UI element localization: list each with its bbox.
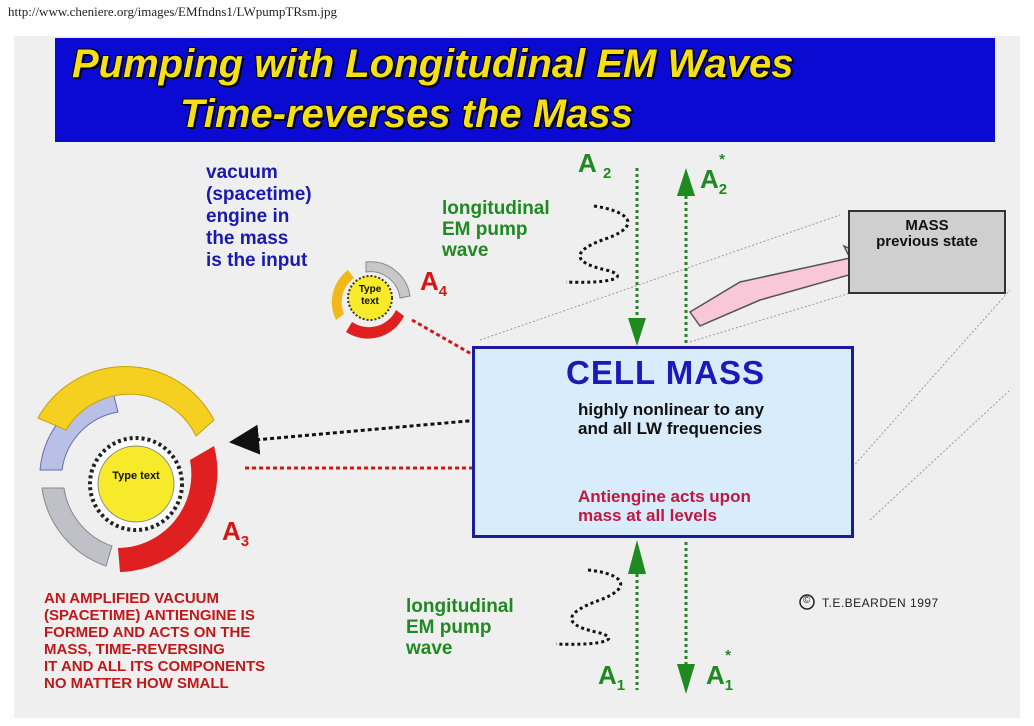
vacuum-line-5: is the input [206,250,312,272]
green-arrow-a2-star [677,168,695,344]
green-arrow-a1-star [677,542,695,694]
wave-bottom [556,570,621,644]
pump-wave-top-line-1: longitudinal [442,198,550,219]
vacuum-line-2: (spacetime) [206,184,312,206]
label-a2-star: A2* [700,164,733,198]
type-text-large: Type text [112,470,160,482]
label-a1: A1 [598,660,625,694]
pump-wave-bottom-label: longitudinal EM pump wave [406,596,514,659]
mass-previous-line-1: MASS [852,218,1002,234]
label-a2: A 2 [578,148,611,182]
label-a3: A3 [222,516,249,550]
antiengine-label: Antiengine acts upon mass at all levels [578,487,751,525]
green-arrow-a2 [628,168,646,346]
caption-line-3: FORMED AND ACTS ON THE [44,624,265,641]
pump-wave-top-label: longitudinal EM pump wave [442,198,550,261]
cell-subtitle-line-2: and all LW frequencies [578,419,764,438]
mass-previous-line-2: previous state [852,234,1002,250]
mass-previous-label: MASS previous state [852,218,1002,250]
type-text-small: Type text [352,284,388,308]
cell-mass-title: CELL MASS [566,354,765,392]
vacuum-line-1: vacuum [206,162,312,184]
caption-line-5: IT AND ALL ITS COMPONENTS [44,658,265,675]
pump-wave-bottom-line-3: wave [406,638,514,659]
caption-line-1: AN AMPLIFIED VACUUM [44,590,265,607]
label-a4: A4 [420,266,447,300]
antiengine-caption: AN AMPLIFIED VACUUM (SPACETIME) ANTIENGI… [44,590,265,692]
pump-wave-top-line-3: wave [442,240,550,261]
copyright-text: T.E.BEARDEN 1997 [822,596,939,610]
wave-top [566,206,628,282]
caption-line-6: NO MATTER HOW SMALL [44,675,265,692]
label-a1-star: A1* [706,660,739,694]
caption-line-4: MASS, TIME-REVERSING [44,641,265,658]
pump-wave-bottom-line-2: EM pump [406,617,514,638]
antiengine-line-1: Antiengine acts upon [578,487,751,506]
cell-subtitle-line-1: highly nonlinear to any [578,400,764,419]
caption-line-2: (SPACETIME) ANTIENGINE IS [44,607,265,624]
vacuum-line-3: engine in [206,206,312,228]
pump-wave-bottom-line-1: longitudinal [406,596,514,617]
copyright-symbol: © [803,595,811,606]
pump-wave-top-line-2: EM pump [442,219,550,240]
antiengine-line-2: mass at all levels [578,506,751,525]
vacuum-line-4: the mass [206,228,312,250]
cell-mass-subtitle: highly nonlinear to any and all LW frequ… [578,400,764,438]
green-arrow-a1 [628,540,646,690]
vacuum-engine-label: vacuum (spacetime) engine in the mass is… [206,162,312,272]
